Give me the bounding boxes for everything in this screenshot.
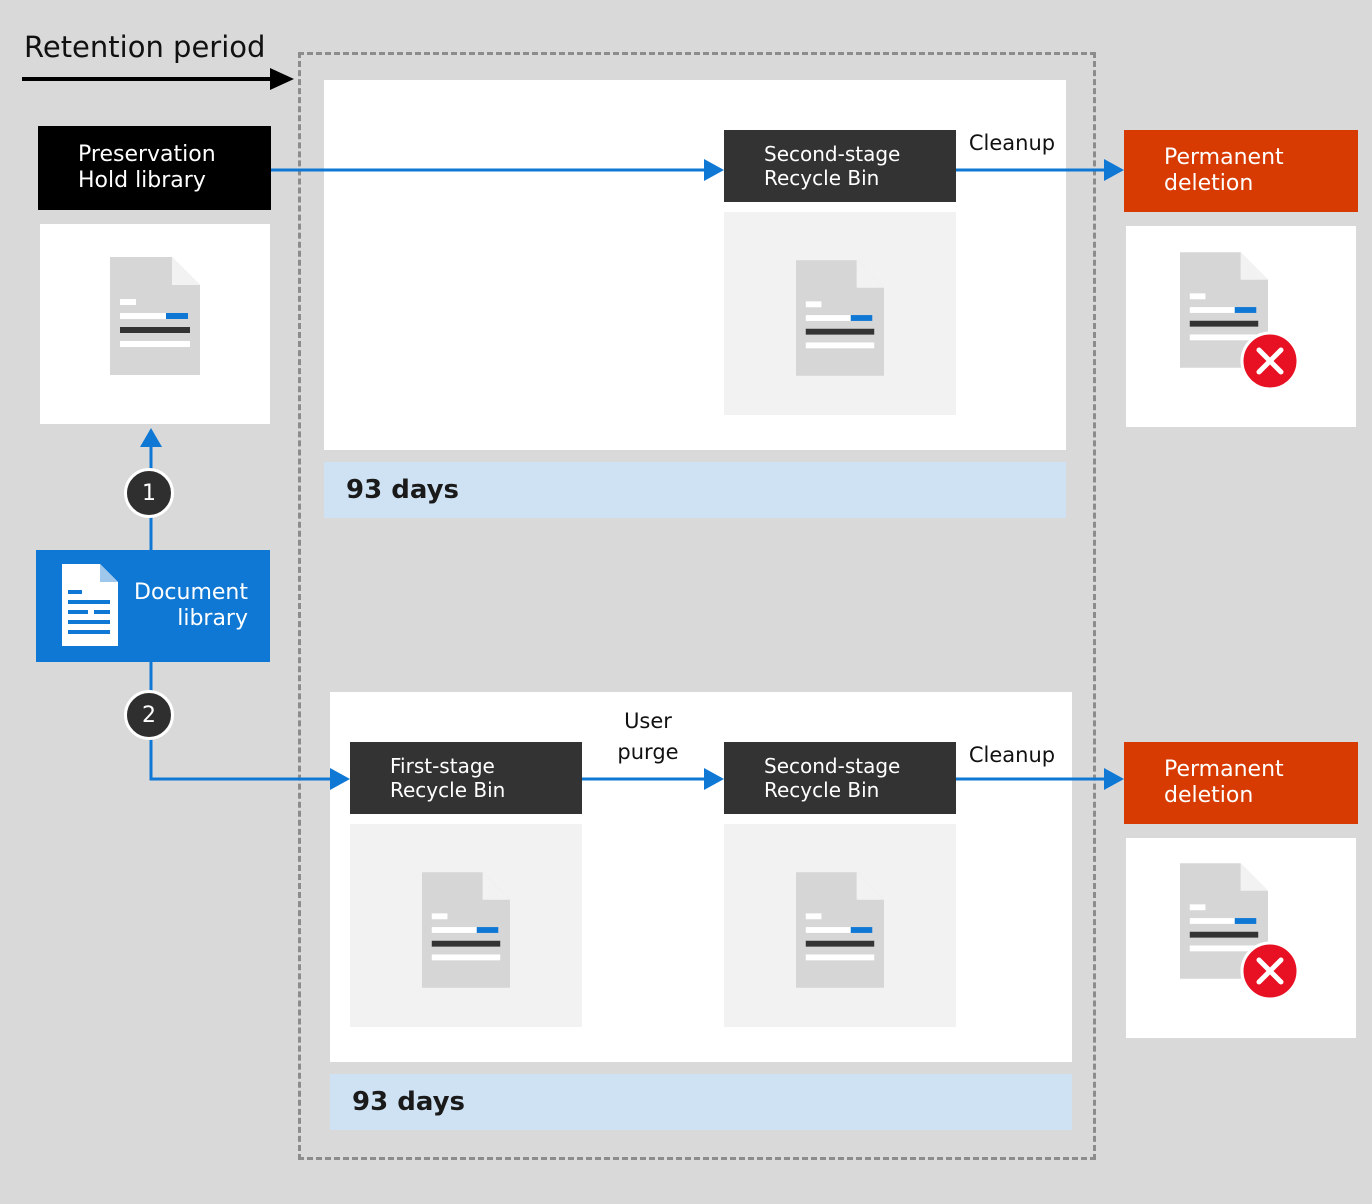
bottom-days-band: 93 days <box>330 1074 1072 1130</box>
delete-x-icon <box>1240 941 1300 1001</box>
arrow-right-icon <box>956 159 1124 181</box>
document-library-line1: Document <box>134 580 248 605</box>
document-icon <box>422 872 510 988</box>
bottom-permanent-line1: Permanent <box>1164 757 1284 782</box>
first-stage-header: First-stage Recycle Bin <box>350 742 582 814</box>
bottom-second-stage-header: Second-stage Recycle Bin <box>724 742 956 814</box>
title-arrow-icon <box>22 68 294 90</box>
top-permanent-deletion-header: Permanent deletion <box>1124 130 1358 212</box>
document-icon <box>796 260 884 376</box>
user-purge-label: User purge <box>596 706 700 768</box>
bottom-permanent-deletion-header: Permanent deletion <box>1124 742 1358 824</box>
step-1-marker: 1 <box>124 468 174 518</box>
document-library-icon <box>62 564 118 646</box>
document-library-line2: library <box>177 606 248 631</box>
top-days-band: 93 days <box>324 462 1066 518</box>
preservation-hold-line2: Hold library <box>78 168 206 193</box>
arrow-right-icon <box>271 159 724 181</box>
top-cleanup-label: Cleanup <box>968 131 1056 155</box>
delete-x-icon <box>1240 331 1300 391</box>
top-second-stage-line1: Second-stage <box>764 142 901 166</box>
step-2-marker: 2 <box>124 690 174 740</box>
user-purge-line2: purge <box>617 740 679 764</box>
top-second-stage-header: Second-stage Recycle Bin <box>724 130 956 202</box>
document-icon <box>796 872 884 988</box>
arrow-right-icon <box>582 768 724 790</box>
bottom-cleanup-label: Cleanup <box>968 743 1056 767</box>
bottom-permanent-line2: deletion <box>1164 783 1254 808</box>
preservation-hold-header: Preservation Hold library <box>38 126 271 210</box>
user-purge-line1: User <box>624 709 672 733</box>
top-second-stage-line2: Recycle Bin <box>764 166 880 190</box>
arrow-right-icon <box>149 662 350 790</box>
retention-boundary <box>298 52 1096 1160</box>
bottom-second-stage-line1: Second-stage <box>764 754 901 778</box>
bottom-second-stage-line2: Recycle Bin <box>764 778 880 802</box>
retention-period-title: Retention period <box>24 30 266 64</box>
top-permanent-line2: deletion <box>1164 171 1254 196</box>
preservation-hold-line1: Preservation <box>78 142 216 167</box>
first-stage-line2: Recycle Bin <box>390 778 506 802</box>
arrow-right-icon <box>956 768 1124 790</box>
top-permanent-line1: Permanent <box>1164 145 1284 170</box>
document-icon <box>110 257 200 375</box>
first-stage-line1: First-stage <box>390 754 495 778</box>
